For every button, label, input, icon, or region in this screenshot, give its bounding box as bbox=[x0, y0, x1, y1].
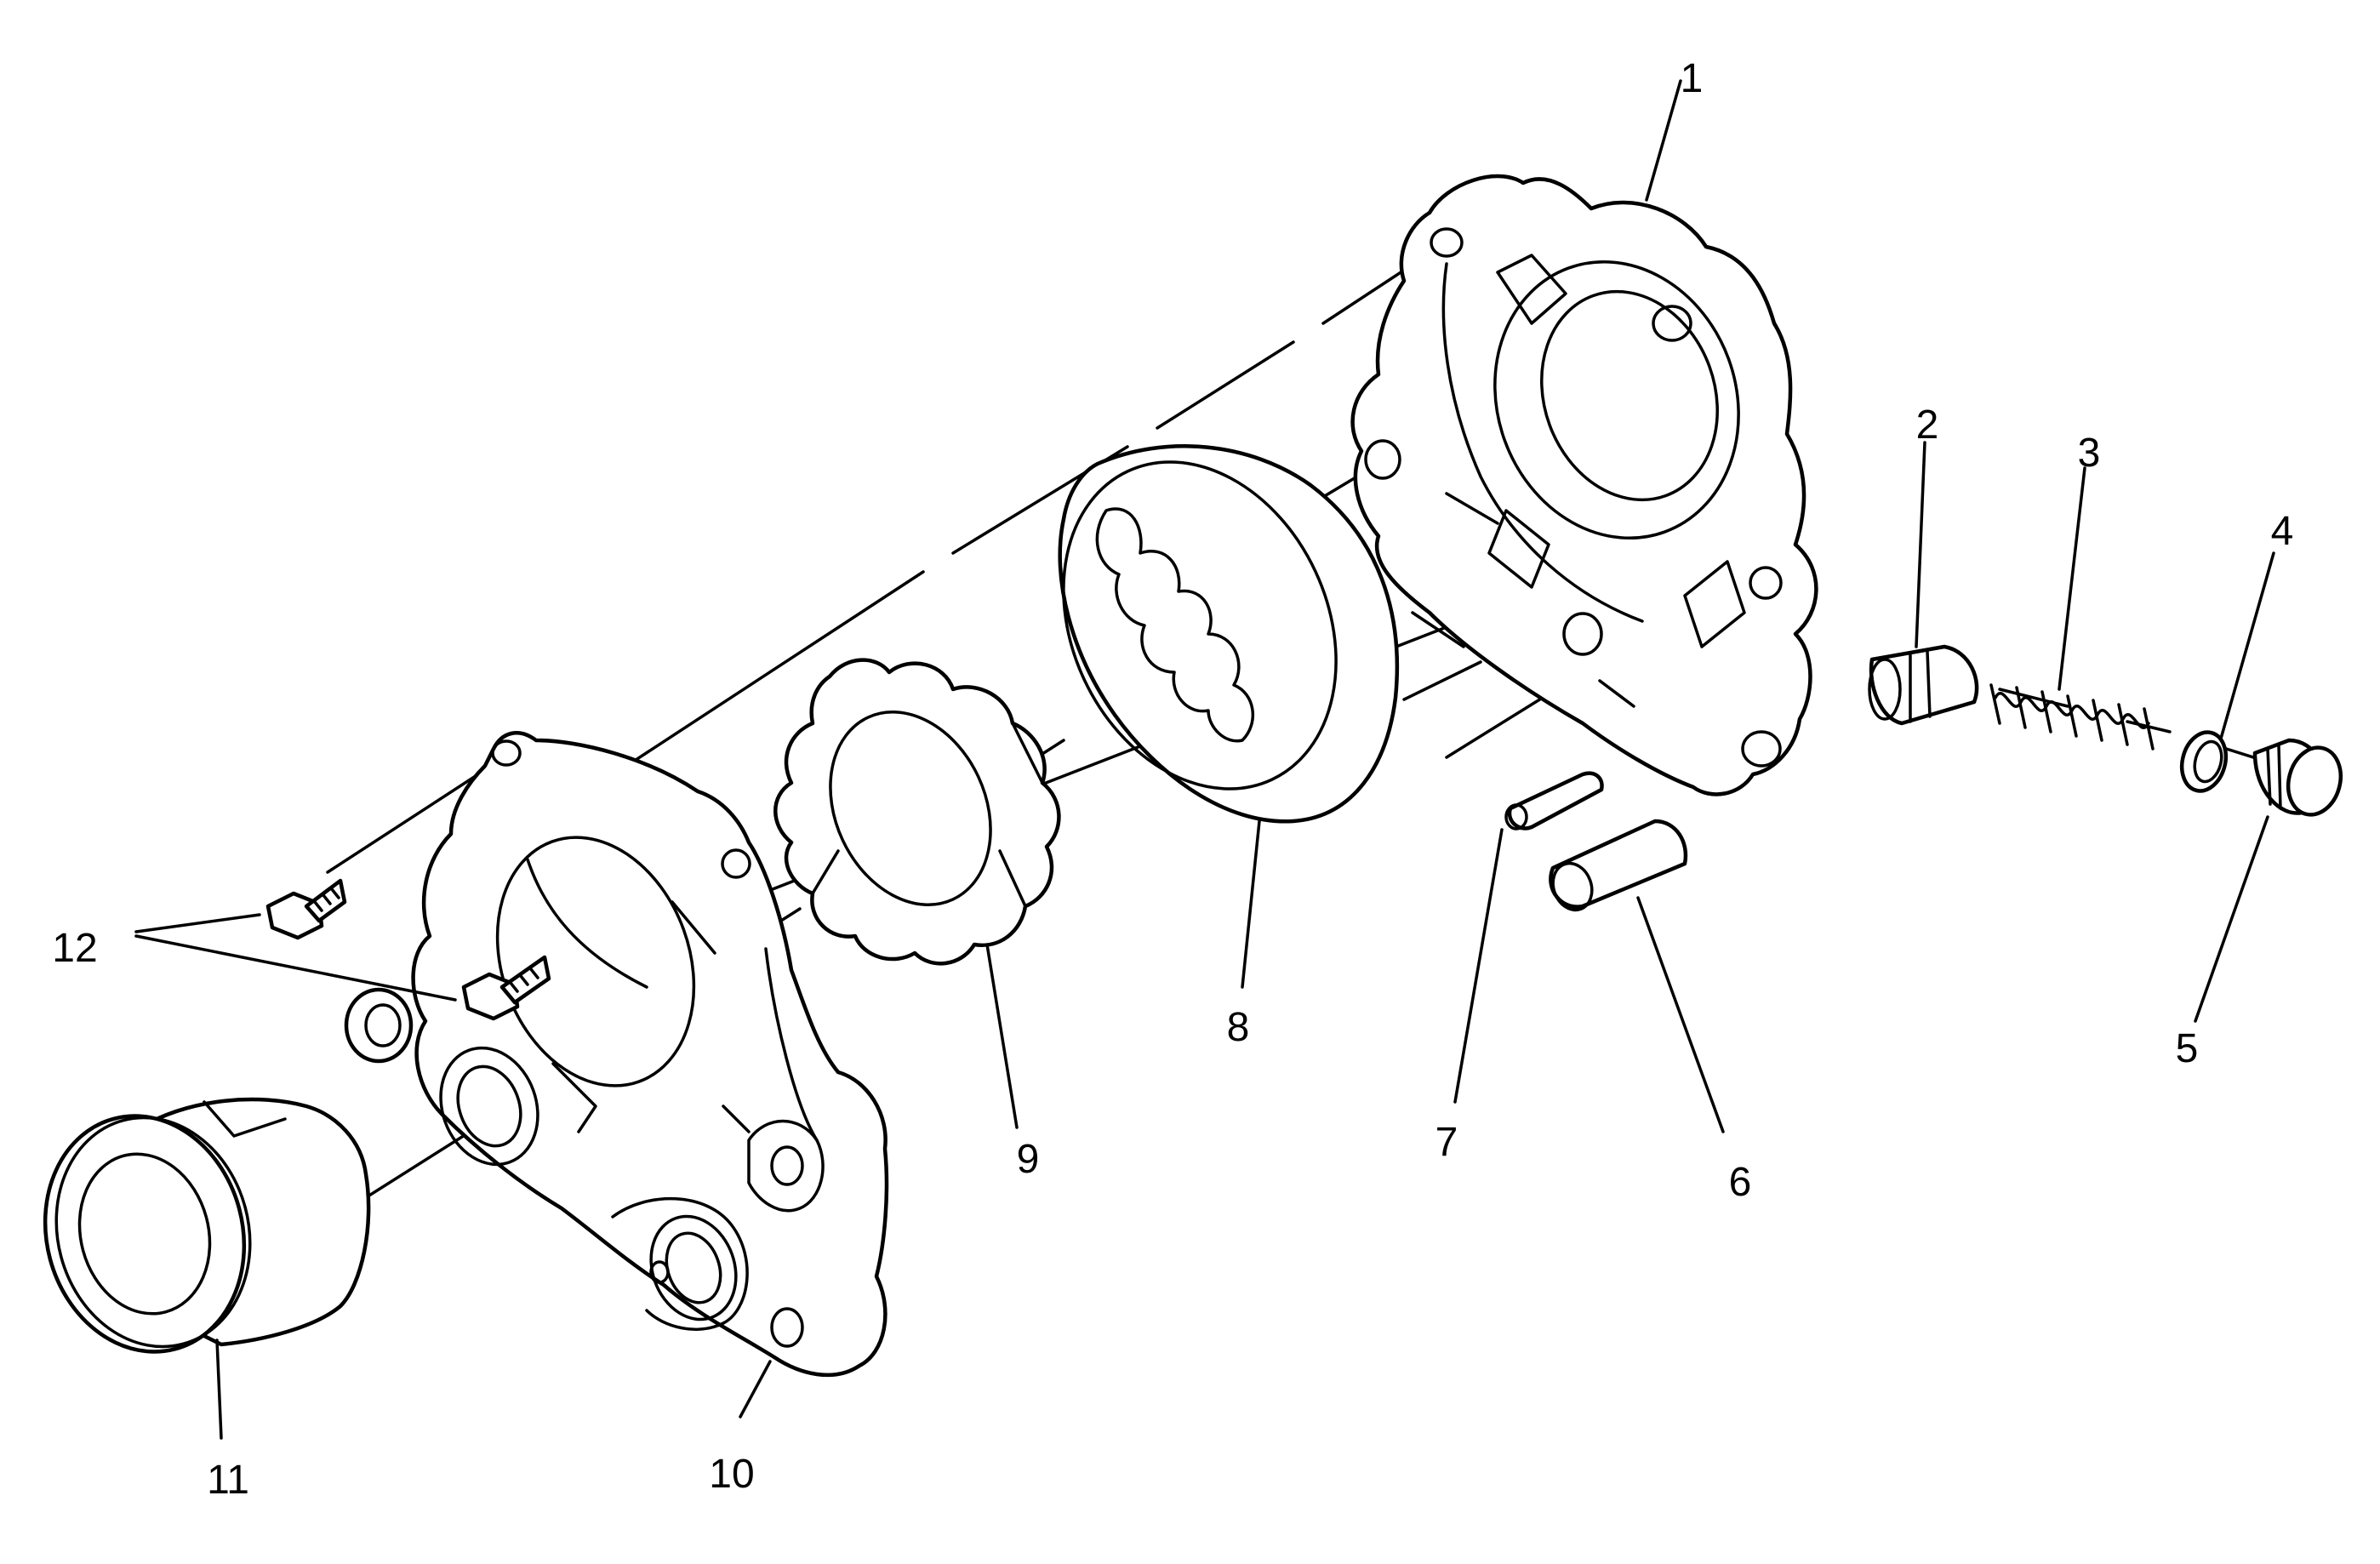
callout-4: 4 bbox=[2271, 509, 2294, 554]
callout-5: 5 bbox=[2176, 1026, 2199, 1071]
leader-2 bbox=[1915, 441, 1926, 648]
callout-10: 10 bbox=[709, 1452, 754, 1497]
seal bbox=[43, 1097, 371, 1354]
leader-5 bbox=[2194, 815, 2269, 1023]
leader-4 bbox=[2219, 551, 2275, 740]
leader-1 bbox=[1645, 79, 1682, 202]
leader-9 bbox=[985, 943, 1019, 1129]
leader-11 bbox=[215, 1339, 223, 1440]
pressure-valve bbox=[1868, 644, 1979, 726]
bolt-upper bbox=[265, 878, 347, 940]
leader-10 bbox=[739, 1360, 772, 1418]
outer-rotor bbox=[1058, 444, 1400, 824]
cover-alignment-boss bbox=[344, 987, 414, 1064]
callout-11: 11 bbox=[207, 1458, 249, 1503]
leader-12a bbox=[134, 913, 261, 933]
callout-6: 6 bbox=[1729, 1160, 1752, 1205]
callout-8: 8 bbox=[1227, 1005, 1250, 1050]
callout-labels: 1 2 3 4 5 6 7 8 9 10 11 12 bbox=[52, 56, 2293, 1503]
callout-2: 2 bbox=[1916, 402, 1939, 448]
pump-housing bbox=[1350, 174, 1818, 796]
leader-12b bbox=[134, 934, 457, 1002]
callout-12: 12 bbox=[52, 926, 97, 971]
sleeve bbox=[1549, 819, 1688, 912]
leader-3 bbox=[2058, 466, 2086, 691]
inner-rotor bbox=[773, 658, 1061, 966]
valve-plug bbox=[2252, 738, 2343, 817]
pump-cover bbox=[411, 731, 889, 1378]
leader-7 bbox=[1453, 828, 1504, 1104]
leader-8 bbox=[1241, 819, 1261, 989]
callout-1: 1 bbox=[1681, 56, 1704, 101]
callout-9: 9 bbox=[1017, 1137, 1040, 1182]
callout-3: 3 bbox=[2078, 431, 2101, 476]
dowel-pin bbox=[1504, 771, 1604, 831]
retaining-ring bbox=[2179, 730, 2229, 793]
callout-7: 7 bbox=[1435, 1120, 1458, 1165]
bolt-lower bbox=[461, 955, 551, 1021]
leader-6 bbox=[1636, 896, 1725, 1133]
leader-lines bbox=[134, 79, 2275, 1440]
valve-spring bbox=[1989, 683, 2155, 751]
